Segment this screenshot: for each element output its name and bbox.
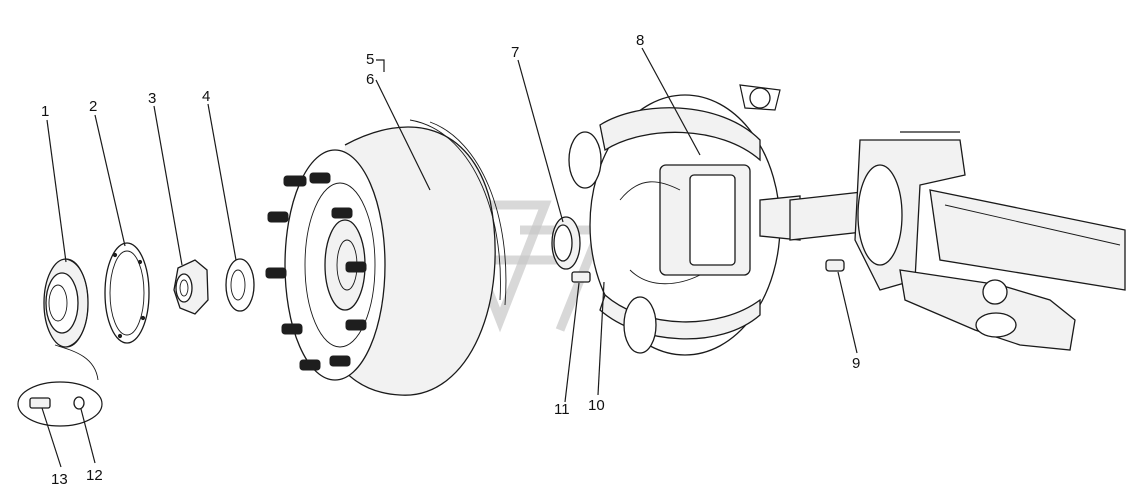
leader-7 xyxy=(517,59,564,223)
callout-11: 11 xyxy=(554,401,570,418)
callout-7: 7 xyxy=(511,44,519,61)
oil-seal xyxy=(551,216,581,270)
small-bolt xyxy=(571,271,591,283)
leader-3 xyxy=(153,105,183,266)
wheel-studs xyxy=(265,172,367,371)
callout-5: 5 xyxy=(366,51,374,68)
callout-10: 10 xyxy=(588,397,605,414)
leader-10 xyxy=(597,281,605,396)
callout-8: 8 xyxy=(636,32,644,49)
leader-9 xyxy=(837,271,858,354)
hub-nut xyxy=(173,259,209,315)
thrust-washer xyxy=(225,258,255,312)
leader-12 xyxy=(80,408,96,464)
leader-lines xyxy=(41,47,858,468)
callout-1: 1 xyxy=(41,103,49,120)
leader-4 xyxy=(207,103,237,261)
callout-9: 9 xyxy=(852,355,860,372)
detail-inset xyxy=(17,344,103,427)
brake-assembly xyxy=(568,84,801,356)
callout-13: 13 xyxy=(51,471,68,488)
hub-cap xyxy=(43,258,89,348)
leader-1 xyxy=(46,119,67,263)
callout-2: 2 xyxy=(89,98,97,115)
callout-3: 3 xyxy=(148,90,156,107)
callouts: 1 2 3 4 5 6 7 8 9 10 11 12 13 xyxy=(41,32,860,488)
axle-knuckle xyxy=(789,131,1126,351)
gasket-ring xyxy=(104,242,150,344)
leader-11 xyxy=(564,282,580,403)
callout-6: 6 xyxy=(366,71,374,88)
leader-5-6 xyxy=(375,59,431,191)
leader-13 xyxy=(41,407,62,468)
callout-4: 4 xyxy=(202,88,210,105)
leader-2 xyxy=(94,114,126,247)
callout-12: 12 xyxy=(86,467,103,484)
dowel-pin xyxy=(825,259,845,272)
leader-8 xyxy=(641,47,701,156)
cap-washer xyxy=(73,396,85,410)
brake-drum-hub xyxy=(265,119,507,396)
cap-bolt xyxy=(29,397,51,409)
